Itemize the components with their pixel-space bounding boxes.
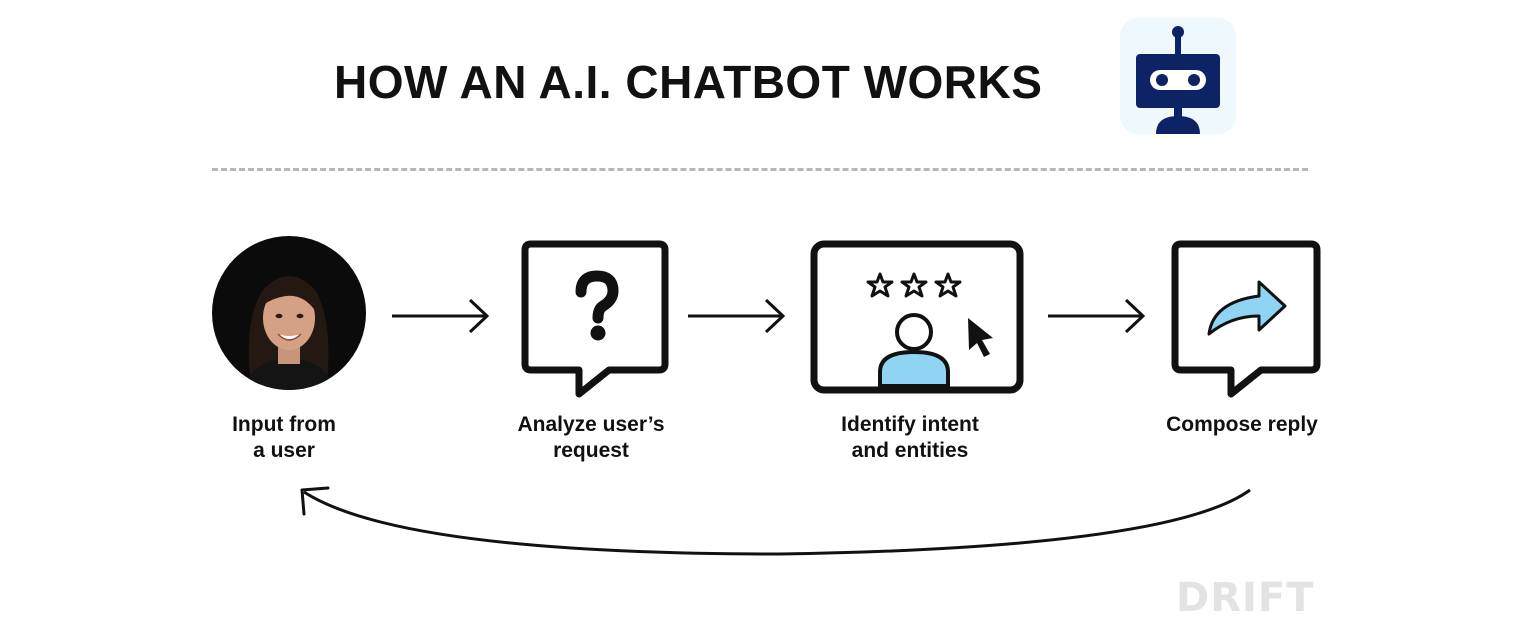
arrow-right-icon	[392, 298, 490, 334]
arrow-right-icon	[688, 298, 786, 334]
divider	[212, 168, 1308, 171]
loop-back-arrow-icon	[300, 486, 1251, 556]
step-label-compose: Compose reply	[1166, 413, 1318, 436]
screen-with-stars-person-cursor-icon	[810, 240, 1024, 394]
step-label-identify: Identify intent and entities	[841, 413, 979, 462]
arrow-right-icon	[1048, 298, 1146, 334]
step-label-analyze: Analyze user’s request	[517, 413, 665, 462]
step-label-input: Input from a user	[232, 413, 336, 462]
question-speech-bubble-icon	[521, 240, 669, 398]
avatar	[212, 236, 366, 390]
reply-speech-bubble-icon	[1171, 240, 1321, 398]
robot-icon	[1120, 18, 1236, 134]
page-title: HOW AN A.I. CHATBOT WORKS	[334, 56, 1043, 108]
drift-logo: DRIFT	[1176, 575, 1315, 621]
